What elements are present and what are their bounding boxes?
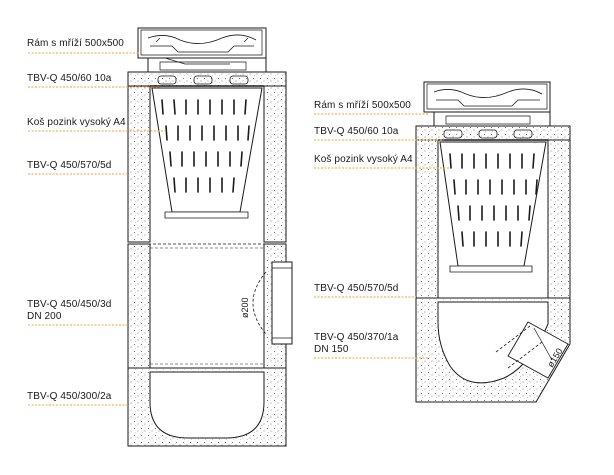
left-grate-frame	[137, 27, 267, 59]
left-basket	[150, 85, 264, 219]
left-top-ring	[127, 57, 287, 87]
left-wall-upper-left	[127, 85, 151, 243]
label-right-frame: Rám s mříží 500x500	[314, 100, 411, 111]
right-wall-right	[547, 139, 571, 299]
label-left-570: TBV-Q 450/570/5d	[27, 160, 112, 171]
label-right-570: TBV-Q 450/570/5d	[314, 283, 399, 294]
left-wall-mid-right	[263, 243, 287, 369]
left-wall-upper-right	[263, 85, 287, 243]
left-pipe-dimension: ø200	[240, 297, 250, 318]
right-assembly	[415, 81, 571, 403]
label-right-ring: TBV-Q 450/60 10a	[314, 126, 399, 137]
left-assembly	[127, 27, 293, 447]
label-left-450: TBV-Q 450/450/3d	[27, 299, 112, 310]
label-right-370: TBV-Q 450/370/1a	[314, 332, 399, 343]
label-right-dn150: DN 150	[314, 344, 349, 355]
label-left-dn200: DN 200	[27, 311, 62, 322]
right-basket	[438, 139, 548, 273]
right-top-ring	[415, 111, 571, 141]
left-wall-mid-left	[127, 243, 151, 369]
label-left-basket: Koš pozink vysoký A4	[27, 117, 126, 128]
leader-lines	[28, 52, 450, 406]
left-outlet-pipe	[252, 261, 293, 345]
left-bottom-sump	[127, 367, 287, 447]
right-outlet-pipe	[495, 321, 569, 379]
label-left-frame: Rám s mříží 500x500	[27, 38, 124, 49]
label-left-ring: TBV-Q 450/60 10a	[27, 73, 112, 84]
right-grate-frame	[423, 81, 551, 113]
label-right-basket: Koš pozink vysoký A4	[314, 154, 413, 165]
right-wall-left	[415, 139, 439, 299]
label-left-300: TBV-Q 450/300/2a	[27, 391, 112, 402]
